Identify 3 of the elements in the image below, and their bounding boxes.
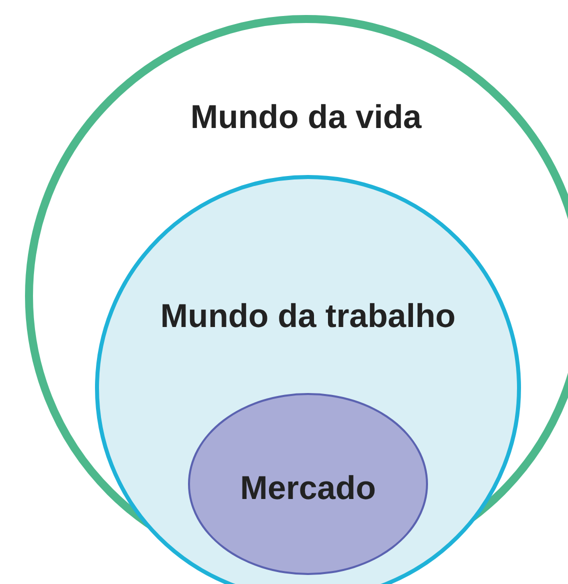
- region-label: Mundo da trabalho: [159, 297, 457, 335]
- region-label: Mercado: [239, 469, 377, 507]
- region-label: Mundo da vida: [190, 98, 423, 136]
